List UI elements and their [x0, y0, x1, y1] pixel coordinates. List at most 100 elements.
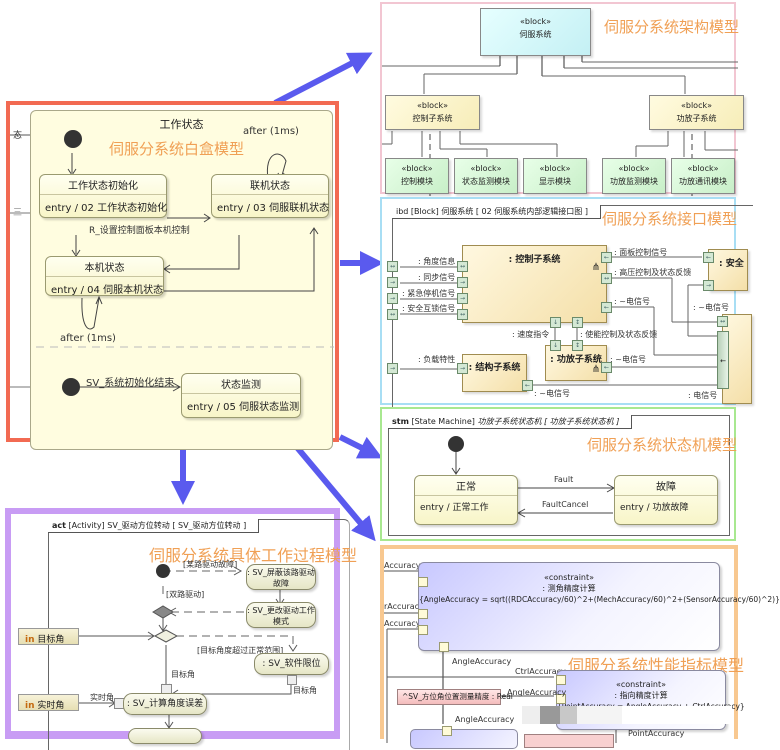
state-machine-title: 伺服分系统状态机模型 [587, 436, 738, 454]
transition-fault-cancel: FaultCancel [542, 500, 589, 509]
fork-icon: ⋔ [591, 262, 600, 273]
block-module[interactable]: «block» 显示模块 [523, 158, 587, 194]
guard-label: [目标角度超过正常范围] [197, 646, 284, 655]
composite-state-working[interactable]: 工作状态 伺服分系统白盒模型 [30, 110, 334, 450]
part-port[interactable]: ← [601, 252, 612, 263]
action-change-mode[interactable]: : SV_更改驱动工作模式 [246, 602, 316, 628]
boundary-port[interactable]: → [387, 277, 398, 288]
flow-label: 目标角 [171, 670, 195, 679]
part-port[interactable]: ↔ [457, 309, 468, 320]
constraint-port[interactable] [442, 726, 452, 736]
arrow-to-performance [292, 443, 376, 542]
action-soft-limit[interactable]: : SV_软件限位 [254, 653, 329, 675]
constraint-port[interactable] [418, 625, 428, 635]
signal-label: : 紧急停机信号 [402, 289, 456, 298]
guard-label: [某路驱动故障] [183, 560, 238, 569]
part-port[interactable]: ↕ [572, 317, 583, 328]
part-port[interactable]: ← [601, 362, 612, 373]
redacted-region [622, 706, 732, 724]
action-next-partial [128, 728, 202, 744]
part-control-subsystem[interactable]: : 控制子系统 ⋔ [462, 245, 607, 323]
block-module[interactable]: «block» 控制模块 [385, 158, 449, 194]
part-port[interactable]: ↔ [457, 261, 468, 272]
output-pin[interactable] [287, 675, 297, 685]
transition-fault: Fault [554, 475, 574, 484]
state-init[interactable]: 工作状态初始化 entry / 02 工作状态初始化 [39, 174, 167, 218]
interface-panel: ibd [Block] 伺服系统 [ 02 伺服系统内部逻辑接口图 ] 伺服分系… [380, 197, 753, 416]
constraint-angle-accuracy[interactable]: «constraint» : 测角精度计算 {AngleAccuracy = s… [418, 562, 780, 651]
fork-icon: ⋔ [591, 364, 600, 375]
part-port[interactable]: → [457, 293, 468, 304]
constraint-stereotype: «constraint» [615, 680, 667, 689]
constraint-port[interactable] [556, 675, 566, 685]
signal-label: : ~电信号 [534, 389, 570, 398]
constraint-port[interactable] [418, 577, 428, 587]
block-name: 功放监测模块 [610, 177, 658, 186]
constraint-port[interactable] [439, 642, 449, 652]
value-property[interactable]: ^SV_方位角位置测量精度 : Real [397, 689, 513, 705]
constraint-partial [410, 729, 518, 749]
part-port[interactable]: ← [522, 380, 533, 391]
input-target-angle[interactable]: in 目标角 [18, 628, 79, 645]
whitebox-title: 伺服分系统白盒模型 [109, 140, 245, 158]
boundary-port[interactable]: ↔ [387, 261, 398, 272]
state-entry: entry / 正常工作 [420, 503, 489, 513]
action-mask-fault[interactable]: : SV_屏蔽该路驱动故障 [246, 564, 316, 590]
part-name: : 控制子系统 [508, 255, 561, 265]
part-port[interactable]: ← [703, 252, 714, 263]
part-safety[interactable]: : 安全 [708, 249, 748, 291]
boundary-port[interactable]: → [387, 293, 398, 304]
block-name: 状态监测模块 [462, 177, 510, 186]
block-module[interactable]: «block» 状态监测模块 [454, 158, 518, 194]
block-servo-system[interactable]: «block» 伺服系统 [480, 8, 591, 56]
state-monitor[interactable]: 状态监测 entry / 05 伺服状态监测 [181, 373, 301, 418]
frame-name: SV_驱动方位转动 [ SV_驱动方位转动 ] [107, 521, 247, 530]
state-fault[interactable]: 故障 entry / 功放故障 [614, 475, 718, 525]
part-port[interactable]: ↔ [601, 273, 612, 284]
part-port[interactable]: ↕ [572, 340, 583, 351]
initial-node [448, 436, 464, 452]
action-compute-error[interactable]: : SV_计算角度误差 [123, 693, 207, 715]
left-edge-label: 态 [13, 131, 23, 141]
block-stereotype: «block» [519, 17, 551, 26]
bus-port[interactable]: ← [717, 331, 729, 389]
state-entry: entry / 功放故障 [620, 503, 689, 513]
architecture-title: 伺服分系统架构模型 [604, 18, 740, 36]
state-online[interactable]: 联机状态 entry / 03 伺服联机状态 [211, 174, 329, 218]
arrow-to-state-machine [338, 434, 383, 459]
state-local[interactable]: 本机状态 entry / 04 伺服本机状态 [45, 256, 164, 296]
block-stereotype: «block» [687, 164, 719, 173]
boundary-port[interactable]: → [387, 363, 398, 374]
constraint-port[interactable] [556, 694, 566, 704]
signal-label: : 同步信号 [418, 273, 456, 282]
arrow-to-architecture [273, 52, 373, 106]
block-name: 控制模块 [401, 177, 433, 186]
flow-label: 目标角 [293, 686, 317, 695]
block-module[interactable]: «block» 功放通讯模块 [671, 158, 735, 194]
state-normal[interactable]: 正常 entry / 正常工作 [414, 475, 518, 525]
block-module[interactable]: «block» 功放监测模块 [602, 158, 666, 194]
part-port[interactable]: ↓ [550, 340, 561, 351]
part-port[interactable]: → [457, 277, 468, 288]
boundary-port[interactable]: ↔ [387, 309, 398, 320]
signal-label: : ~电信号 [610, 355, 646, 364]
constraint-port[interactable] [418, 609, 428, 619]
block-amplifier-subsystem[interactable]: «block» 功放子系统 [649, 95, 744, 130]
action-label: : SV_屏蔽该路驱动故障 [247, 568, 315, 588]
signal-label: : 高压控制及状态反馈 [614, 268, 692, 277]
state-entry: entry / 05 伺服状态监测 [187, 402, 300, 413]
input-actual-angle[interactable]: in 实时角 [18, 694, 79, 711]
part-port[interactable]: ↔ [717, 316, 728, 327]
frame-name: 功放子系统状态机 [ 功放子系统状态机 ] [477, 417, 620, 426]
part-port[interactable]: → [457, 363, 468, 374]
part-port[interactable]: ← [601, 302, 612, 313]
part-name: : 结构子系统 [468, 363, 521, 373]
block-control-subsystem[interactable]: «block» 控制子系统 [385, 95, 480, 130]
action-label: : SV_软件限位 [262, 659, 321, 669]
state-machine-panel: stm [State Machine] 功放子系统状态机 [ 功放子系统状态机 … [380, 407, 738, 541]
part-port[interactable]: ↓ [550, 317, 561, 328]
part-structure-subsystem[interactable]: : 结构子系统 [462, 354, 527, 392]
transition-label: SV_系统初始化结束 [86, 378, 175, 389]
stm-frame-tag: stm [State Machine] 功放子系统状态机 [ 功放子系统状态机 … [388, 415, 633, 429]
part-port[interactable]: → [703, 280, 714, 291]
